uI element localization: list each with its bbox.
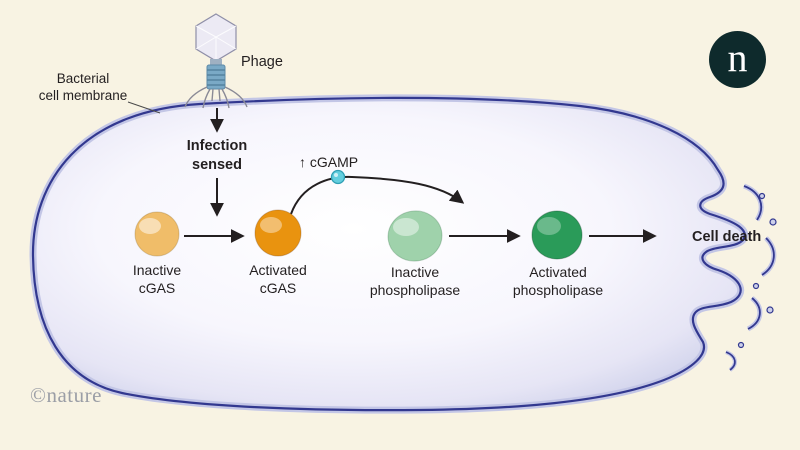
membrane-droplet [737, 341, 745, 349]
activated-phospholipase-blob [531, 210, 583, 260]
phage-sheath-stripes [207, 69, 225, 86]
phage-legs [184, 86, 248, 109]
cell-membrane-outline [31, 96, 746, 412]
membrane-droplet [752, 282, 760, 290]
infection-sensed-label: Infection sensed [186, 138, 248, 173]
inactive-cgas-label: Inactive cGAS [132, 262, 182, 296]
activated-cgas-highlight [260, 217, 282, 233]
phage-sheath [206, 64, 226, 90]
membrane-fragment [747, 297, 761, 330]
pathway-molecules [134, 169, 583, 262]
activated-phospholipase-label: Activated phospholipase [512, 264, 604, 298]
pathway-arrows [184, 108, 657, 243]
membrane-fragment [743, 185, 762, 221]
inactive-phospholipase-highlight [393, 218, 419, 236]
membrane-droplet [758, 192, 766, 200]
nature-logo-letter: n [727, 34, 748, 80]
membrane-fragment [725, 351, 736, 371]
inactive-cgas-blob [134, 211, 180, 257]
cell-membrane-band [29, 94, 749, 414]
nature-logo: n [709, 31, 766, 88]
activated-cgas-label: Activated cGAS [249, 262, 307, 296]
membrane-droplet [769, 218, 777, 226]
cgamp-dot-highlight [334, 173, 338, 177]
membrane-fragments [725, 183, 777, 372]
cgamp-label: ↑ cGAMP [299, 154, 359, 170]
cgamp-dot [330, 169, 346, 185]
phage-head-facets [195, 25, 237, 61]
phage-label: Phage [241, 54, 283, 70]
membrane-droplet [766, 306, 774, 314]
inactive-phospholipase-blob [387, 210, 443, 262]
phage-collar [210, 59, 222, 65]
inactive-cgas-highlight [139, 218, 161, 234]
bacterial-cell [29, 94, 749, 414]
nature-watermark: ©nature [30, 383, 102, 407]
membrane-label-pointer [127, 101, 161, 114]
activated-phospholipase-highlight [537, 217, 561, 235]
bacterial-membrane-label: Bacterial cell membrane [38, 71, 128, 104]
activated-cgas-blob [254, 209, 302, 257]
cell-death-label: Cell death [692, 229, 762, 245]
inactive-phospholipase-label: Inactive phospholipase [369, 264, 461, 298]
arrow-cgamp-curve [290, 175, 465, 215]
phage-icon [184, 13, 248, 109]
membrane-fragment [761, 237, 775, 276]
